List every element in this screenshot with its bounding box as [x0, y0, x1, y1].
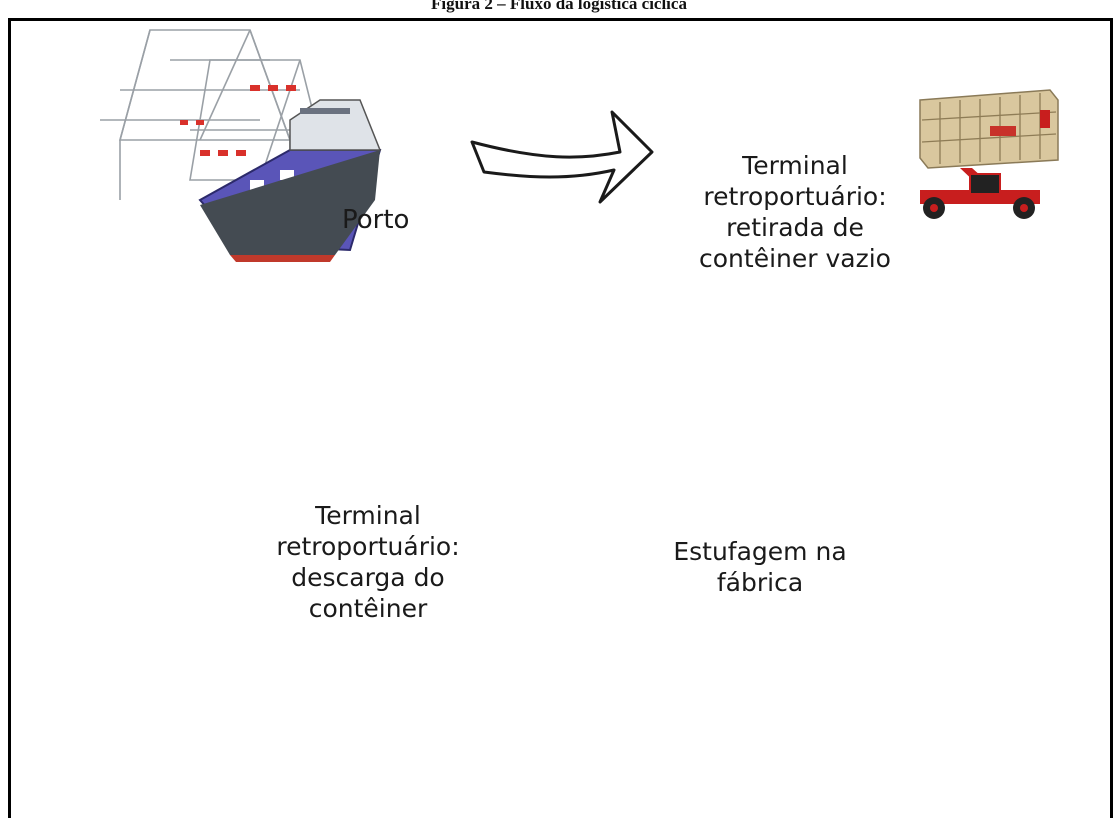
- estufagem-label: Estufagem na fábrica: [673, 537, 847, 597]
- diagram-frame: [8, 18, 1113, 818]
- reach-stacker-icon: [919, 89, 1059, 220]
- port-ship-cranes-icon: [100, 29, 382, 262]
- porto-label: Porto: [342, 205, 409, 235]
- arrow-right: [470, 110, 654, 204]
- descarga-label: Terminal retroportuário: descarga do con…: [276, 501, 460, 623]
- retirada-label: Terminal retroportuário: retirada de con…: [699, 151, 891, 273]
- figure-caption: Figura 2 – Fluxo da logística cíclica: [431, 0, 687, 13]
